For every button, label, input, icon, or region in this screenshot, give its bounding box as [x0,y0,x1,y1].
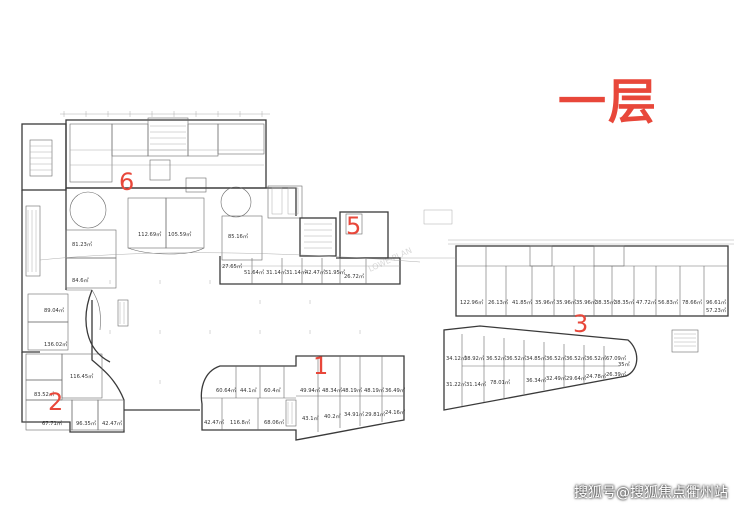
area-label: 48.19㎡ [364,386,385,394]
area-label: 83.52㎡ [34,390,55,398]
area-label: 51.95㎡ [325,268,346,276]
left-wing [21,123,67,353]
area-label: 31.14㎡ [466,380,487,388]
area-label: 42.47㎡ [204,418,225,426]
zone-numbers: 6 5 2 1 3 [48,168,588,416]
area-labels: 112.69㎡ 105.59㎡ 85.16㎡ 81.23㎡ 84.6㎡ 27.6… [34,230,727,427]
area-label: 34.12㎡ [446,354,467,362]
area-label: 42.47㎡ [305,268,326,276]
area-label: 36.52㎡ [506,354,527,362]
area-label: 24.78㎡ [586,372,607,380]
area-label: 36.52㎡ [546,354,567,362]
area-label: 31.22㎡ [446,380,467,388]
area-label: 26.39㎡ [606,370,627,378]
area-label: 49.94㎡ [300,386,321,394]
area-label: 36.34㎡ [526,376,547,384]
area-label: 136.02㎡ [44,340,68,348]
area-label: 34.91㎡ [344,410,365,418]
zone-number-3: 3 [573,310,588,338]
area-label: 38.35㎡ [614,298,635,306]
zone-1-block [200,355,405,441]
area-label: 122.96㎡ [460,298,484,306]
area-label: 31.14㎡ [286,268,307,276]
area-label: 35.96㎡ [556,298,577,306]
source-credit: 搜狐号@搜狐焦点衢州站 [574,485,728,501]
area-label: 84.6㎡ [72,276,90,284]
area-label: 24.16㎡ [385,408,406,416]
area-label: 35.96㎡ [576,298,597,306]
zone-number-2: 2 [48,388,63,416]
area-label: 36.49㎡ [385,386,406,394]
atrium-arc [39,252,421,263]
area-label: 44.1㎡ [240,386,258,394]
area-label: 32.49㎡ [546,374,567,382]
zone-6-shops [65,185,453,290]
area-label: 68.06㎡ [264,418,285,426]
area-label: 27.65㎡ [222,262,243,270]
area-label: 85.16㎡ [228,232,249,240]
area-label: 31.14㎡ [266,268,287,276]
zone-number-1: 1 [313,352,328,380]
zone-2-block [21,289,129,433]
zone-number-6: 6 [119,168,134,196]
area-label: 38.92㎡ [464,354,485,362]
area-label: 67.71㎡ [42,419,63,427]
area-label: 35㎡ [618,360,631,368]
area-label: 36.52㎡ [486,354,507,362]
area-label: 96.35㎡ [76,419,97,427]
area-label: 60.4㎡ [264,386,282,394]
area-label: 38.35㎡ [595,298,616,306]
area-label: 34.85㎡ [526,354,547,362]
area-label: 57.23㎡ [706,306,727,314]
area-label: 78.66㎡ [682,298,703,306]
area-label: 48.34㎡ [322,386,343,394]
area-label: 51.64㎡ [244,268,265,276]
zone-6-building [60,111,270,193]
area-label: 48.19㎡ [342,386,363,394]
area-label: 26.72㎡ [344,272,365,280]
area-label: 89.04㎡ [44,306,65,314]
area-label: 47.72㎡ [636,298,657,306]
zone-number-5: 5 [346,212,361,240]
area-label: 26.13㎡ [488,298,509,306]
area-label: 41.85㎡ [512,298,533,306]
area-label: 78.01㎡ [490,378,511,386]
column-grid [109,280,361,384]
area-label: 67.09㎡ [606,354,627,362]
area-label: 43.1㎡ [302,414,320,422]
area-label: 81.23㎡ [72,240,93,248]
area-label: 112.69㎡ [138,230,162,238]
area-label: 40.2㎡ [324,412,342,420]
area-label: 60.64㎡ [216,386,237,394]
area-label: 29.64㎡ [566,374,587,382]
area-label: 116.45㎡ [70,372,94,380]
area-label: 29.81㎡ [365,410,386,418]
area-label: 42.47㎡ [102,419,123,427]
area-label: 35.96㎡ [535,298,556,306]
area-label: 36.52㎡ [566,354,587,362]
zone-3-block [400,239,734,411]
floor-title: 一层 [558,74,659,130]
area-label: 116.8㎡ [230,418,251,426]
area-label: 96.61㎡ [706,298,727,306]
area-label: 105.59㎡ [168,230,192,238]
area-label: 56.83㎡ [658,298,679,306]
area-label: 36.52㎡ [586,354,607,362]
atrium-outline [85,289,200,411]
